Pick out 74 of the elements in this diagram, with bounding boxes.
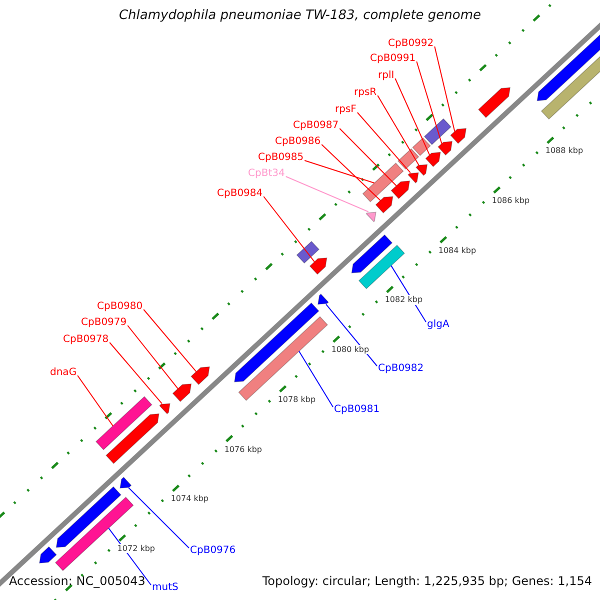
accession-text: Accession: NC_005043 [8,574,146,590]
gene-block [358,244,406,290]
gene-block [296,240,320,264]
gene-label: CpB0980 [97,301,143,312]
gene-block [375,196,394,214]
gene-block [408,172,419,184]
gene-label: CpBt34 [248,168,285,180]
gene-block [95,396,152,450]
gene-label: CpB0991 [370,53,416,64]
leader-line [77,375,114,426]
gene-label: CpB0979 [81,317,127,328]
leader-line [321,144,381,202]
gene-block [478,87,511,118]
gene-label: dnaG [50,367,77,378]
leader-line [263,196,315,262]
genome-info-text: Topology: circular; Length: 1,225,935 bp; Genes: 1,154 [262,575,592,589]
gene-block [190,366,210,386]
leader-line [128,487,190,548]
gene-label: CpB0976 [190,545,236,556]
gene-label: CpB0985 [258,152,304,164]
scale-label: 1086 kbp [492,196,530,206]
scale-label: 1078 kbp [278,394,316,404]
scale-label: 1088 kbp [545,146,584,156]
gene-label: rpsF [335,104,356,116]
gene-block [416,164,428,176]
leader-line [304,160,375,184]
scale-label: 1072 kbp [117,544,155,554]
scale-label: 1076 kbp [224,444,262,454]
scale-label: 1074 kbp [170,494,209,504]
gene-block [390,180,410,200]
gene-block [39,546,57,564]
scale-label: 1080 kbp [331,345,370,354]
gene-label: CpB0978 [63,334,109,346]
gene-block [172,383,192,402]
gene-block [450,128,467,144]
gene-label: glgA [427,319,450,330]
gene-block [318,294,329,305]
gene-label: CpB0981 [334,404,380,416]
gene-label: rplI [378,70,394,82]
leader-line [109,342,162,404]
gene-label: mutS [152,582,178,594]
gene-block [234,302,320,382]
leader-line [285,176,369,212]
leader-line [298,350,334,408]
gene-block [397,148,420,170]
gene-label: CpB0984 [217,188,263,200]
gene-label: CpB0982 [378,363,424,374]
leader-line [434,46,456,132]
scale-label: 1084 kbp [438,246,476,255]
gene-label: CpB0992 [388,38,434,50]
gene-block [309,257,328,275]
gene-block [120,476,132,489]
gene-label: CpB0986 [275,136,321,148]
leader-line [377,95,420,166]
gene-label: rpsR [354,87,377,98]
leader-line [127,325,178,390]
scale-label: 1082 kbp [384,295,423,305]
leader-line [416,61,442,144]
gene-block [424,118,452,146]
gene-block [438,140,453,156]
leader-line [108,528,152,586]
gene-block [159,403,170,414]
leader-line [394,78,430,156]
diagram-title: Chlamydophila pneumoniae TW-183, complete genome [118,9,482,24]
gene-block [362,162,404,202]
gene-label: CpB0987 [293,120,339,132]
leader-line [356,112,411,174]
leader-line [339,128,397,186]
leader-line [143,309,197,372]
gene-block [412,137,431,156]
gene-block [106,413,160,464]
gene-block [366,212,376,222]
gene-block [351,234,393,274]
gene-block [425,152,441,168]
